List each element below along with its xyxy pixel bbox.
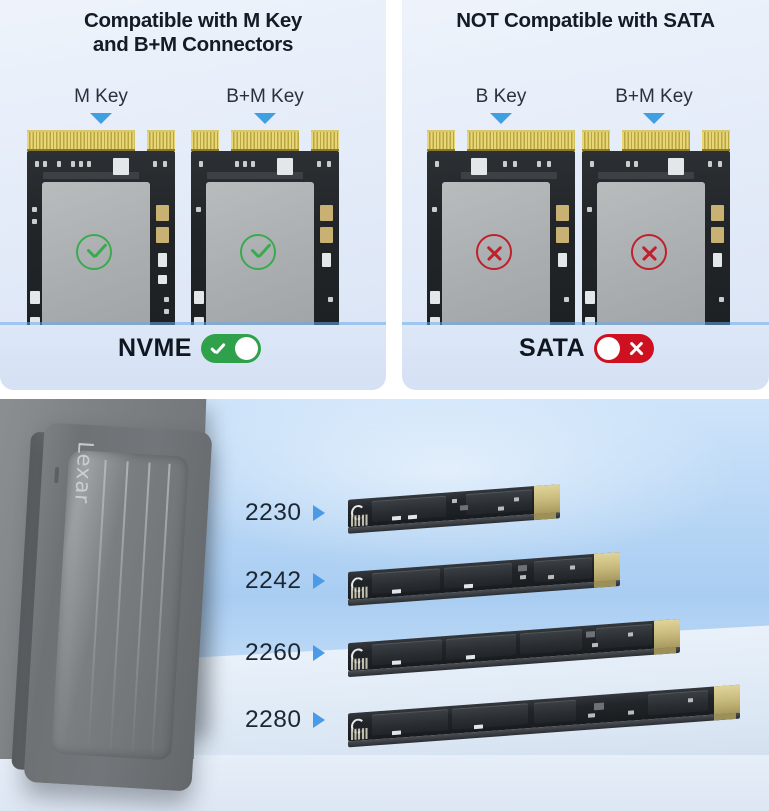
triangle-right-icon	[312, 712, 325, 728]
m2-drive-b-plus-m-key	[582, 130, 730, 347]
check-icon	[207, 338, 229, 360]
m2-controller-shield	[206, 182, 314, 347]
size-row-2260: 2260	[245, 639, 325, 667]
product-size-section: Lexar 2230 2242 2260 2280	[0, 399, 769, 811]
verdict-sata-label: SATA	[519, 334, 585, 362]
size-row-2230: 2230	[245, 499, 325, 527]
panel-nvme-title-line2: and B+M Connectors	[92, 33, 294, 57]
size-label-2242: 2242	[245, 567, 302, 594]
size-label-2280: 2280	[245, 706, 302, 733]
check-circle-icon	[240, 234, 276, 270]
sata-toggle[interactable]	[593, 334, 654, 363]
toggle-knob	[234, 337, 258, 360]
m2-pcb	[427, 151, 575, 347]
panel-sata-title-line1: NOT Compatible with SATA	[456, 9, 715, 32]
m2-pcb	[582, 151, 730, 347]
panel-ground-line	[402, 322, 769, 325]
triangle-right-icon	[312, 573, 325, 589]
m2-gold-fingers	[191, 130, 339, 151]
panel-nvme-title: Compatible with M Key and B+M Connectors	[0, 9, 386, 57]
key-label-m-key: M Key	[74, 86, 128, 107]
triangle-right-icon	[312, 645, 325, 661]
m2-drive-m-key	[27, 130, 175, 347]
size-label-2260: 2260	[245, 639, 302, 666]
triangle-down-icon	[643, 113, 665, 124]
enclosure-body: Lexar	[23, 422, 213, 792]
ssd-enclosure: Lexar	[11, 422, 213, 792]
toggle-knob	[596, 337, 620, 360]
size-row-2242: 2242	[245, 567, 325, 595]
panel-ground-line	[0, 322, 386, 325]
m2-gold-fingers	[427, 130, 575, 151]
compatibility-comparison-section: Compatible with M Key and B+M Connectors…	[0, 0, 769, 396]
verdict-nvme: NVME	[118, 334, 261, 363]
m2-drive-b-plus-m-key	[191, 130, 339, 347]
triangle-right-icon	[312, 505, 325, 521]
panel-ground-fill	[402, 325, 769, 390]
m2-controller-shield	[442, 182, 550, 347]
m2-pcb	[27, 151, 175, 347]
x-icon	[626, 338, 648, 360]
panel-sata-incompatible: NOT Compatible with SATA B Key B+M Key	[402, 0, 769, 390]
size-label-2230: 2230	[245, 499, 302, 526]
led-indicator-icon	[54, 467, 60, 478]
panel-ground-fill	[0, 325, 386, 390]
key-label-b-plus-m-key: B+M Key	[226, 86, 304, 107]
x-circle-icon	[631, 234, 667, 270]
verdict-sata: SATA	[519, 334, 654, 363]
check-circle-icon	[76, 234, 112, 270]
triangle-down-icon	[254, 113, 276, 124]
key-label-b-plus-m-key: B+M Key	[615, 86, 693, 107]
m2-controller-shield	[42, 182, 150, 347]
verdict-nvme-label: NVME	[118, 334, 192, 362]
triangle-down-icon	[90, 113, 112, 124]
m2-controller-shield	[597, 182, 705, 347]
m2-gold-fingers	[582, 130, 730, 151]
m2-drive-b-key	[427, 130, 575, 347]
m2-gold-fingers	[27, 130, 175, 151]
triangle-down-icon	[490, 113, 512, 124]
key-label-b-key: B Key	[475, 86, 527, 107]
panel-sata-title: NOT Compatible with SATA	[402, 9, 769, 33]
panel-nvme-title-line1: Compatible with M Key	[83, 9, 303, 32]
nvme-toggle[interactable]	[200, 334, 261, 363]
x-circle-icon	[476, 234, 512, 270]
size-row-2280: 2280	[245, 706, 325, 734]
panel-nvme-compatible: Compatible with M Key and B+M Connectors…	[0, 0, 386, 390]
m2-pcb	[191, 151, 339, 347]
